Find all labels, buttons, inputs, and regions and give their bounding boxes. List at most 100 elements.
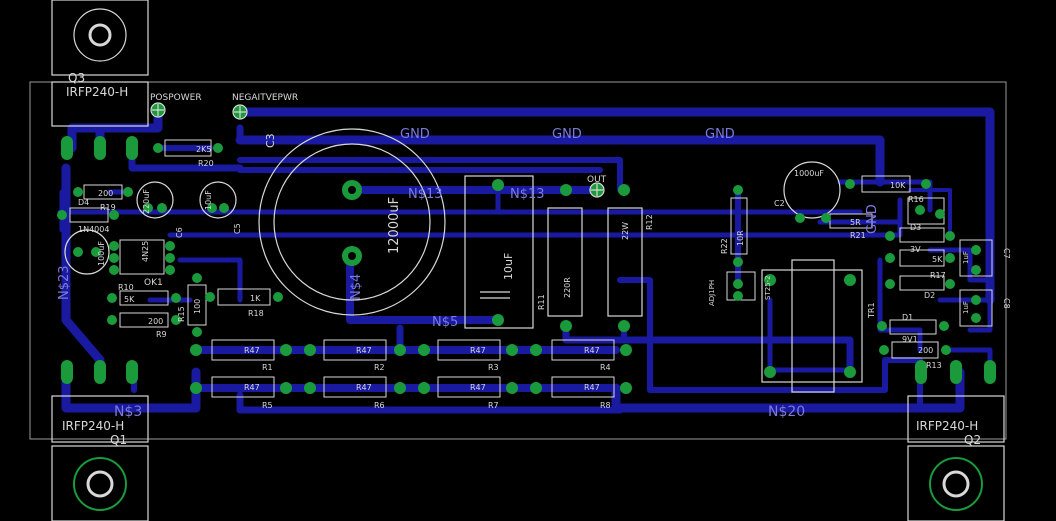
q1-mount-hole-inner bbox=[86, 470, 114, 498]
pad bbox=[94, 136, 106, 160]
pad bbox=[821, 213, 831, 223]
pad bbox=[921, 179, 931, 189]
c-mid-outline bbox=[464, 175, 534, 329]
pad bbox=[109, 253, 119, 263]
q2-mount-hole bbox=[929, 457, 983, 511]
pad bbox=[560, 184, 572, 196]
pad bbox=[280, 382, 292, 394]
r4-value: R47 bbox=[584, 346, 600, 355]
n13-label: N$13 bbox=[510, 187, 545, 202]
board-outline bbox=[29, 81, 1007, 440]
q3-name: Q3 bbox=[68, 71, 85, 85]
r17-outline bbox=[899, 249, 945, 267]
c-10uf-outline bbox=[199, 181, 237, 219]
pad bbox=[192, 273, 202, 283]
r5-value: R47 bbox=[244, 383, 260, 392]
q1-heatsink bbox=[51, 445, 149, 521]
r12-name: R12 bbox=[645, 214, 654, 230]
c-mid-value: 10uF bbox=[502, 253, 515, 280]
c-100uf-value: 100uF bbox=[97, 241, 106, 266]
d1-name: D1 bbox=[902, 313, 913, 322]
pad bbox=[915, 360, 927, 384]
pad bbox=[394, 344, 406, 356]
power-resistors bbox=[547, 207, 643, 317]
n5-label: N$5 bbox=[432, 315, 458, 330]
pad bbox=[418, 382, 430, 394]
pad bbox=[971, 295, 981, 305]
trace bbox=[617, 277, 923, 393]
pad bbox=[157, 203, 167, 213]
r7-name: R7 bbox=[488, 401, 499, 410]
pad bbox=[618, 320, 630, 332]
c5-name: C5 bbox=[233, 223, 242, 234]
r20-name: R20 bbox=[198, 159, 214, 168]
q3-body bbox=[51, 81, 149, 127]
pad bbox=[764, 366, 776, 378]
r1-value: R47 bbox=[244, 346, 260, 355]
pad bbox=[945, 231, 955, 241]
q1-body bbox=[51, 395, 149, 443]
negpower-pad-cross bbox=[234, 106, 246, 118]
q1-mount-hole bbox=[73, 457, 127, 511]
labels: Q3 IRFP240-H IRFP240-H Q1 IRFP240-H Q2 P… bbox=[57, 71, 1011, 447]
r4-outline bbox=[551, 339, 615, 361]
tr1-core bbox=[791, 259, 835, 393]
pad bbox=[506, 382, 518, 394]
c2-name: C2 bbox=[774, 199, 785, 208]
pad bbox=[165, 265, 175, 275]
r19-name: R19 bbox=[100, 203, 116, 212]
n13-label: N$13 bbox=[408, 187, 443, 202]
pad bbox=[885, 231, 895, 241]
pad bbox=[877, 321, 887, 331]
pad bbox=[971, 265, 981, 275]
q3-value: IRFP240-H bbox=[66, 85, 128, 99]
r9-outline bbox=[119, 312, 169, 328]
d4-outline bbox=[69, 207, 109, 223]
c8-name: C8 bbox=[1002, 298, 1011, 309]
q2-package bbox=[907, 395, 1005, 521]
pospower-pad-cross bbox=[152, 104, 164, 116]
trace bbox=[67, 107, 163, 153]
pad bbox=[73, 187, 83, 197]
r21-name: R21 bbox=[850, 231, 866, 240]
pad bbox=[109, 241, 119, 251]
trace bbox=[346, 256, 502, 324]
pad bbox=[945, 279, 955, 289]
pad bbox=[971, 245, 981, 255]
r2-name: R2 bbox=[374, 363, 385, 372]
n23-label: N$23 bbox=[57, 265, 72, 300]
pad bbox=[394, 382, 406, 394]
tr1-outline bbox=[761, 259, 863, 393]
ok1-name: OK1 bbox=[144, 278, 163, 288]
q2-name: Q2 bbox=[964, 433, 981, 447]
r20-value: 2K5 bbox=[196, 145, 211, 154]
pad bbox=[418, 344, 430, 356]
pad bbox=[844, 366, 856, 378]
pad bbox=[506, 344, 518, 356]
q2-heatsink bbox=[907, 445, 1005, 521]
r17-name: R17 bbox=[930, 271, 946, 280]
pad bbox=[304, 344, 316, 356]
pad bbox=[61, 360, 73, 384]
pad bbox=[165, 241, 175, 251]
r8-name: R8 bbox=[600, 401, 611, 410]
pad bbox=[192, 327, 202, 337]
c3-outline-inner bbox=[273, 143, 431, 301]
r13-name: R13 bbox=[926, 361, 942, 370]
d3-name: D3 bbox=[910, 223, 921, 232]
pad bbox=[733, 279, 743, 289]
trace bbox=[235, 135, 885, 187]
r6-outline bbox=[323, 376, 387, 398]
r-10k-outline bbox=[861, 175, 911, 193]
pad bbox=[143, 203, 153, 213]
pad bbox=[950, 360, 962, 384]
gnd-label: GND bbox=[705, 127, 735, 142]
trace bbox=[235, 107, 995, 305]
trace bbox=[611, 367, 965, 413]
pad bbox=[733, 291, 743, 301]
n3-label: N$3 bbox=[114, 404, 142, 420]
pad bbox=[530, 344, 542, 356]
d3-outline bbox=[899, 227, 945, 243]
r11-value: 220R bbox=[563, 277, 572, 298]
